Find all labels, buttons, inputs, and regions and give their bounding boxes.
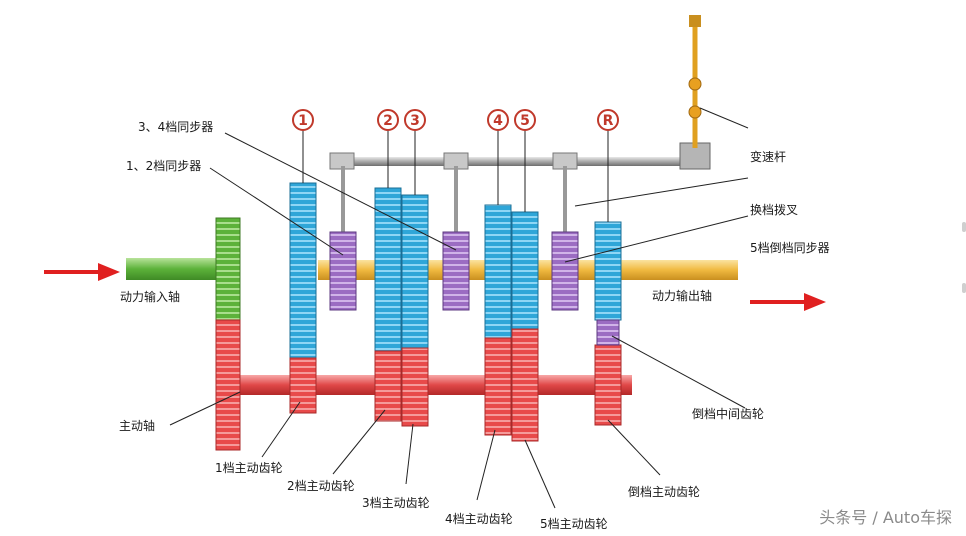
input-arrow [44,263,120,281]
output-arrow [750,293,826,311]
gear3-drive [401,347,429,427]
watermark: 头条号 / Auto车探 [819,508,952,527]
leader-lines [169,107,749,509]
lever-knob [689,15,701,27]
gear3-driven [401,194,429,349]
label-gear2-drive: 2档主动齿轮 [287,479,355,493]
label-shift-lever: 变速杆 [750,149,786,164]
gear-number-4: 4 [493,113,503,129]
label-main-shaft: 主动轴 [119,418,155,433]
label-sync-5-R: 5档倒档同步器 [750,241,830,255]
label-gear5-drive: 5档主动齿轮 [540,517,608,531]
label-output-shaft: 动力输出轴 [652,288,712,303]
label-gear3-drive: 3档主动齿轮 [362,496,430,510]
gear-number-circle [514,109,536,131]
edge-marker [962,283,966,293]
gear-number-circle [292,109,314,131]
gear4-driven [484,204,512,339]
gear-number-R: R [603,113,614,129]
gear-number-2: 2 [383,113,393,129]
gear4-drive [484,337,512,436]
label-reverse-idler: 倒档中间齿轮 [692,406,764,421]
gear-number-markers: 1 2 3 4 5 R [292,109,619,222]
gear-number-3: 3 [410,113,420,129]
input-gear-bottom [215,319,241,451]
label-reverse-drive: 倒档主动齿轮 [628,485,700,499]
gear5-drive [511,328,539,442]
label-input-shaft: 动力输入轴 [120,289,180,304]
input-gear-top [215,217,241,321]
input-shaft [126,258,234,280]
sync-5-R [551,231,579,311]
sync-1-2 [329,231,357,311]
edge-marker [962,222,966,232]
gear-number-5: 5 [520,113,530,129]
gear-number-circle [377,109,399,131]
gear-number-circle [597,109,619,131]
label-gear1-drive: 1档主动齿轮 [215,461,283,475]
gear1-driven [289,182,317,359]
gear-number-1: 1 [298,113,308,129]
shift-mechanism [329,15,711,234]
gear-number-circle [404,109,426,131]
gear2-driven [374,187,402,352]
gearR-driven [594,221,622,321]
gear1-drive [289,357,317,414]
label-sync-3-4: 3、4档同步器 [138,120,213,134]
label-gear4-drive: 4档主动齿轮 [445,512,513,526]
label-shift-fork: 换档拨叉 [750,203,798,217]
gear5-driven [511,211,539,330]
lever-base [679,142,711,170]
sync-3-4 [442,231,470,311]
reverse-idler-gear [596,319,620,346]
shift-rail [335,157,705,166]
gearR-drive [594,344,622,426]
lever-joint [688,77,702,91]
lever-joint [688,105,702,119]
gear2-drive [374,350,402,422]
label-sync-1-2: 1、2档同步器 [126,159,201,173]
gear-number-circle [487,109,509,131]
